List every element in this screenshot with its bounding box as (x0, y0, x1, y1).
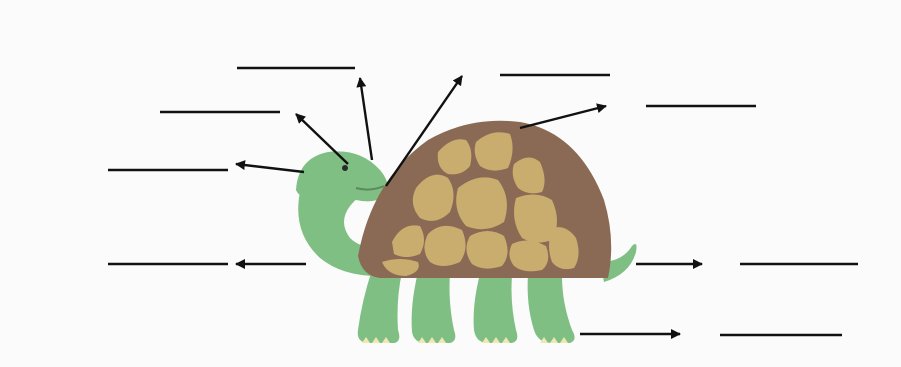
turtle-illustration (296, 121, 637, 343)
turtle-eye (342, 165, 348, 171)
leg-front-2 (412, 272, 456, 343)
leg-back-2 (528, 274, 575, 343)
leg-front-1 (358, 270, 402, 343)
arrow-to-blank-1 (360, 78, 372, 160)
arrow-to-blank-5 (520, 106, 606, 128)
leg-back-1 (474, 274, 518, 343)
turtle-legs (358, 270, 575, 343)
arrow-to-blank-3 (236, 164, 304, 172)
